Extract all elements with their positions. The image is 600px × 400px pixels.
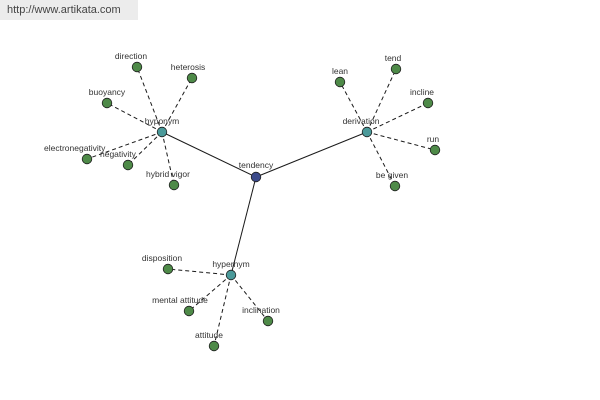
leaf-label-hybrid-vigor: hybrid vigor	[146, 169, 190, 179]
relation-node-hypernym[interactable]	[225, 269, 237, 281]
edges	[86, 66, 436, 347]
center-node-tendency[interactable]	[250, 171, 262, 183]
labels: tendency hyponym direction heterosis buoyanc…	[44, 51, 439, 340]
leaf-label-be-given: be given	[376, 170, 408, 180]
leaf-label-heterosis: heterosis	[171, 62, 206, 72]
leaf-label-electronegativity: electronegativity	[44, 143, 106, 153]
leaf-node-heterosis[interactable]	[186, 72, 198, 84]
leaf-node-direction[interactable]	[131, 61, 143, 73]
leaf-node-inclination[interactable]	[262, 315, 274, 327]
leaf-node-tend[interactable]	[390, 63, 402, 75]
edge-center-hypernym	[230, 176, 257, 276]
leaf-label-attitude: attitude	[195, 330, 223, 340]
leaf-node-mental-attitude[interactable]	[183, 305, 195, 317]
leaf-label-negativity: negativity	[100, 149, 137, 159]
watermark: http://www.artikata.com	[0, 0, 138, 20]
edge-derivation-lean	[339, 81, 368, 133]
nodes	[81, 61, 441, 352]
relation-node-hyponym[interactable]	[156, 126, 168, 138]
leaf-node-hybrid-vigor[interactable]	[168, 179, 180, 191]
leaf-label-disposition: disposition	[142, 253, 182, 263]
leaf-label-incline: incline	[410, 87, 434, 97]
leaf-label-lean: lean	[332, 66, 348, 76]
relation-label-hypernym: hypernym	[212, 259, 249, 269]
edge-hyponym-buoyancy	[106, 102, 163, 133]
edge-derivation-be-given	[366, 131, 396, 187]
leaf-node-electronegativity[interactable]	[81, 153, 93, 165]
leaf-node-negativity[interactable]	[122, 159, 134, 171]
relation-label-hyponym: hyponym	[145, 116, 180, 126]
edge-hyponym-heterosis	[161, 77, 193, 133]
leaf-node-lean[interactable]	[334, 76, 346, 88]
leaf-node-incline[interactable]	[422, 97, 434, 109]
edge-center-derivation	[255, 131, 368, 178]
edge-hyponym-hybrid-vigor	[161, 131, 175, 186]
leaf-label-direction: direction	[115, 51, 147, 61]
edge-hypernym-mental-attitude	[188, 274, 232, 312]
center-label: tendency	[239, 160, 274, 170]
edge-hypernym-inclination	[230, 274, 269, 322]
relation-node-derivation[interactable]	[361, 126, 373, 138]
leaf-node-run[interactable]	[429, 144, 441, 156]
relation-label-derivation: derivation	[343, 116, 380, 126]
leaf-label-mental-attitude: mental attitude	[152, 295, 208, 305]
edge-hypernym-disposition	[167, 268, 232, 276]
edge-hypernym-attitude	[213, 274, 232, 347]
leaf-label-run: run	[427, 134, 440, 144]
leaf-label-buoyancy: buoyancy	[89, 87, 126, 97]
edge-derivation-run	[366, 131, 436, 151]
watermark-url: http://www.artikata.com	[7, 4, 121, 16]
edge-hyponym-electronegativity	[86, 131, 163, 160]
leaf-node-buoyancy[interactable]	[101, 97, 113, 109]
edge-derivation-tend	[366, 68, 397, 133]
edge-derivation-incline	[366, 102, 429, 133]
edge-center-hyponym	[161, 131, 257, 178]
leaf-label-tend: tend	[385, 53, 402, 63]
leaf-node-be-given[interactable]	[389, 180, 401, 192]
leaf-node-disposition[interactable]	[162, 263, 174, 275]
edge-hyponym-negativity	[127, 131, 163, 166]
leaf-label-inclination: inclination	[242, 305, 280, 315]
leaf-node-attitude[interactable]	[208, 340, 220, 352]
edge-hyponym-direction	[136, 66, 163, 133]
